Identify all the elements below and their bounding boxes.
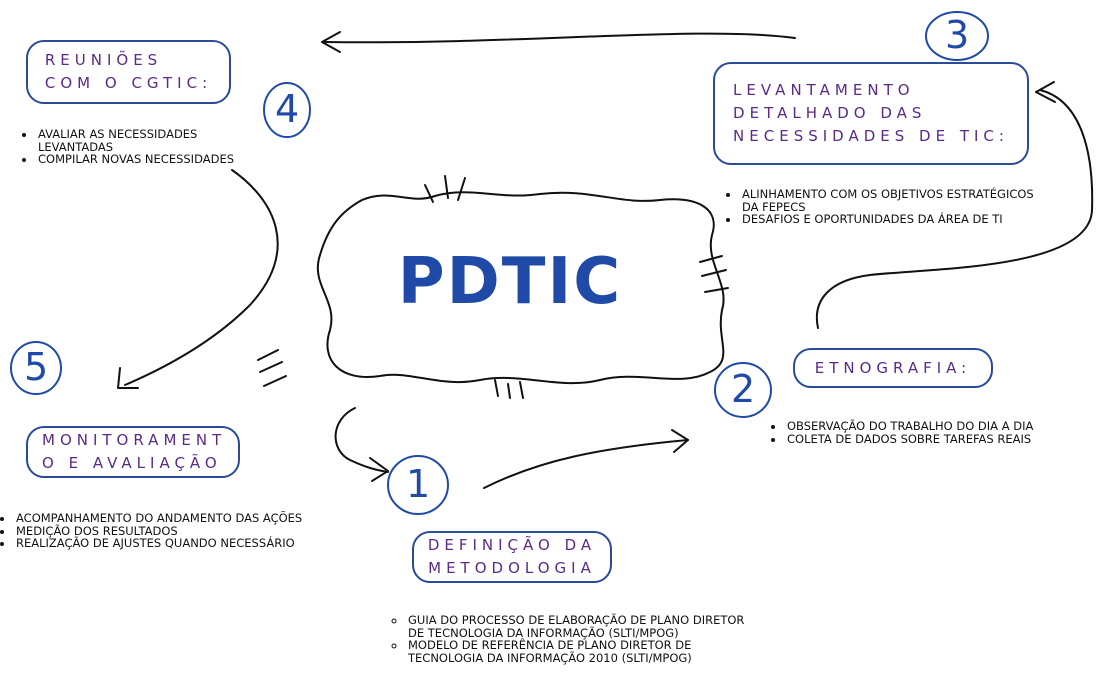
box-monitoramento-title: MONITORAMENT O E AVALIAÇÃO: [42, 429, 226, 475]
title-line: MONITORAMENT: [42, 431, 227, 449]
step-number-5: 5: [24, 345, 49, 389]
box-etnografia-title: ETNOGRAFIA:: [815, 357, 971, 380]
arrow-etnografia-to-levantamento: [815, 89, 1094, 329]
tick-marks-right: [699, 255, 729, 293]
title-line: NECESSIDADES DE TIC:: [733, 127, 1009, 145]
list-definicao: GUIA DO PROCESSO DE ELABORAÇÃO DE PLANO …: [394, 614, 751, 664]
title-line: LEVANTAMENTO: [733, 81, 915, 99]
title-line: DEFINIÇÃO DA: [427, 536, 597, 554]
circle-number-5: [10, 341, 62, 395]
circle-number-4: [263, 82, 311, 138]
center-title: PDTIC: [397, 245, 623, 319]
list-item: COMPILAR NOVAS NECESSIDADES: [36, 153, 266, 166]
list-item: OBSERVAÇÃO DO TRABALHO DO DIA A DIA: [785, 420, 1080, 433]
step-number-4: 4: [275, 87, 300, 131]
list-item: ACOMPANHAMENTO DO ANDAMENTO DAS AÇÕES: [14, 512, 354, 525]
title-line: O E AVALIAÇÃO: [42, 454, 222, 472]
list-etnografia: OBSERVAÇÃO DO TRABALHO DO DIA A DIA COLE…: [773, 420, 1080, 445]
step-number-2: 2: [731, 367, 756, 411]
list-item: REALIZAÇÃO DE AJUSTES QUANDO NECESSÁRIO: [14, 537, 354, 550]
box-monitoramento: MONITORAMENT O E AVALIAÇÃO: [26, 426, 240, 478]
arrow-reunioes-to-monitoramento: [124, 169, 279, 386]
list-reunioes: AVALIAR AS NECESSIDADES LEVANTADAS COMPI…: [24, 128, 266, 166]
box-levantamento: LEVANTAMENTO DETALHADO DAS NECESSIDADES …: [713, 62, 1029, 165]
list-item: AVALIAR AS NECESSIDADES LEVANTADAS: [36, 128, 266, 153]
circle-number-1: [387, 455, 449, 515]
title-line: COM O CGTIC:: [44, 74, 213, 92]
title-line: METODOLOGIA: [428, 559, 596, 577]
title-line: REUNIÕES: [44, 51, 163, 69]
box-reunioes: REUNIÕES COM O CGTIC:: [26, 40, 231, 104]
tick-marks-left: [257, 349, 287, 387]
arrow-levantamento-to-reunioes: [324, 32, 796, 44]
list-item: MEDIÇÃO DOS RESULTADOS: [14, 524, 354, 538]
box-etnografia: ETNOGRAFIA:: [793, 348, 993, 388]
tick-marks-top: [424, 175, 466, 203]
box-levantamento-title: LEVANTAMENTO DETALHADO DAS NECESSIDADES …: [733, 79, 1009, 148]
list-item: MODELO DE REFERÊNCIA DE PLANO DIRETOR DE…: [406, 639, 751, 664]
box-definicao: DEFINIÇÃO DA METODOLOGIA: [412, 531, 612, 583]
list-item: GUIA DO PROCESSO DE ELABORAÇÃO DE PLANO …: [406, 614, 751, 639]
title-line: DETALHADO DAS: [733, 104, 927, 122]
box-definicao-title: DEFINIÇÃO DA METODOLOGIA: [428, 534, 596, 580]
arrow-to-definicao: [334, 407, 389, 473]
tick-marks-bottom: [494, 379, 524, 399]
circle-number-2: [714, 362, 772, 418]
arrow-definicao-to-etnografia: [483, 439, 689, 489]
center-cloud: [316, 191, 725, 385]
list-item: ALINHAMENTO COM OS OBJETIVOS ESTRATÉGICO…: [740, 188, 1045, 213]
step-number-3: 3: [945, 13, 970, 57]
circle-number-3: [925, 11, 989, 61]
box-reunioes-title: REUNIÕES COM O CGTIC:: [45, 49, 212, 95]
title-line: ETNOGRAFIA:: [814, 358, 972, 377]
list-item: DESAFIOS E OPORTUNIDADES DA ÁREA DE TI: [740, 213, 1045, 226]
step-number-1: 1: [406, 462, 431, 506]
list-levantamento: ALINHAMENTO COM OS OBJETIVOS ESTRATÉGICO…: [728, 188, 1045, 226]
list-monitoramento: ACOMPANHAMENTO DO ANDAMENTO DAS AÇÕES ME…: [2, 512, 354, 550]
list-item: COLETA DE DADOS SOBRE TAREFAS REAIS: [785, 432, 1080, 446]
